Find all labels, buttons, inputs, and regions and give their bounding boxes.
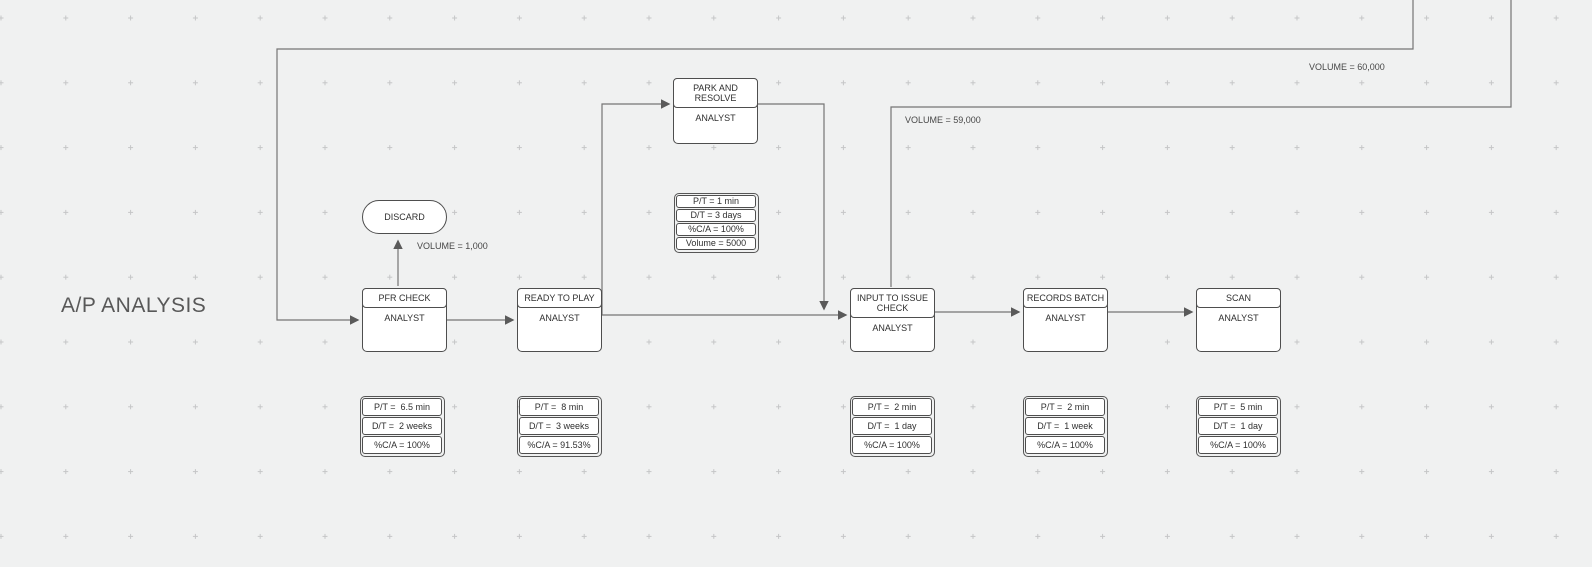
metric-row: P/T = 5 min	[1198, 398, 1278, 416]
metric-row: D/T = 3 days	[676, 209, 756, 222]
process-role: ANALYST	[1218, 313, 1259, 323]
metric-row: P/T = 1 min	[676, 195, 756, 208]
process-box-pfr-check[interactable]: PFR CHECK ANALYST	[362, 288, 447, 352]
metrics-ready-to-play[interactable]: P/T = 8 min D/T = 3 weeks %C/A = 91.53%	[517, 396, 602, 457]
process-title: SCAN	[1196, 288, 1281, 308]
metrics-scan[interactable]: P/T = 5 min D/T = 1 day %C/A = 100%	[1196, 396, 1281, 457]
process-role: ANALYST	[384, 313, 425, 323]
process-title: RECORDS BATCH	[1023, 288, 1108, 308]
metric-row: %C/A = 100%	[1025, 436, 1105, 454]
metric-row: %C/A = 100%	[1198, 436, 1278, 454]
metric-row: D/T = 1 day	[852, 417, 932, 435]
metric-row: %C/A = 91.53%	[519, 436, 599, 454]
volume-label[interactable]: VOLUME = 1,000	[417, 241, 488, 251]
process-title: INPUT TO ISSUE CHECK	[850, 288, 935, 318]
process-role: ANALYST	[539, 313, 580, 323]
connector-park-and-resolve-to-flow[interactable]	[758, 103, 829, 311]
metric-row: %C/A = 100%	[852, 436, 932, 454]
connector-inflow-to-input-to-issue-check[interactable]	[890, 0, 1512, 287]
metric-row: P/T = 8 min	[519, 398, 599, 416]
process-box-ready-to-play[interactable]: READY TO PLAY ANALYST	[517, 288, 602, 352]
page-title[interactable]: A/P ANALYSIS	[61, 294, 207, 317]
metric-row: %C/A = 100%	[676, 223, 756, 236]
process-box-park-and-resolve[interactable]: PARK AND RESOLVE ANALYST	[673, 78, 758, 144]
metrics-pfr-check[interactable]: P/T = 6.5 min D/T = 2 weeks %C/A = 100%	[360, 396, 445, 457]
metric-row: D/T = 1 day	[1198, 417, 1278, 435]
metrics-records-batch[interactable]: P/T = 2 min D/T = 1 week %C/A = 100%	[1023, 396, 1108, 457]
discard-label: DISCARD	[384, 212, 425, 222]
metric-row: P/T = 2 min	[1025, 398, 1105, 416]
metrics-park-and-resolve[interactable]: P/T = 1 min D/T = 3 days %C/A = 100% Vol…	[674, 193, 759, 253]
process-title: PARK AND RESOLVE	[673, 78, 758, 108]
metric-row: P/T = 6.5 min	[362, 398, 442, 416]
metric-row: D/T = 2 weeks	[362, 417, 442, 435]
process-box-scan[interactable]: SCAN ANALYST	[1196, 288, 1281, 352]
metric-row: Volume = 5000	[676, 237, 756, 250]
metric-row: %C/A = 100%	[362, 436, 442, 454]
process-box-records-batch[interactable]: RECORDS BATCH ANALYST	[1023, 288, 1108, 352]
metrics-input-to-issue-check[interactable]: P/T = 2 min D/T = 1 day %C/A = 100%	[850, 396, 935, 457]
connector-inflow-to-pfr-check[interactable]	[276, 0, 1414, 325]
process-title: PFR CHECK	[362, 288, 447, 308]
process-role: ANALYST	[872, 323, 913, 333]
volume-label[interactable]: VOLUME = 59,000	[905, 115, 981, 125]
process-title: READY TO PLAY	[517, 288, 602, 308]
connector-ready-to-play-to-park-and-resolve[interactable]	[601, 99, 671, 315]
metric-row: D/T = 3 weeks	[519, 417, 599, 435]
discard-node[interactable]: DISCARD	[362, 200, 447, 234]
process-box-input-to-issue-check[interactable]: INPUT TO ISSUE CHECK ANALYST	[850, 288, 935, 352]
volume-label[interactable]: VOLUME = 60,000	[1309, 62, 1385, 72]
process-role: ANALYST	[695, 113, 736, 123]
metric-row: D/T = 1 week	[1025, 417, 1105, 435]
metric-row: P/T = 2 min	[852, 398, 932, 416]
process-role: ANALYST	[1045, 313, 1086, 323]
